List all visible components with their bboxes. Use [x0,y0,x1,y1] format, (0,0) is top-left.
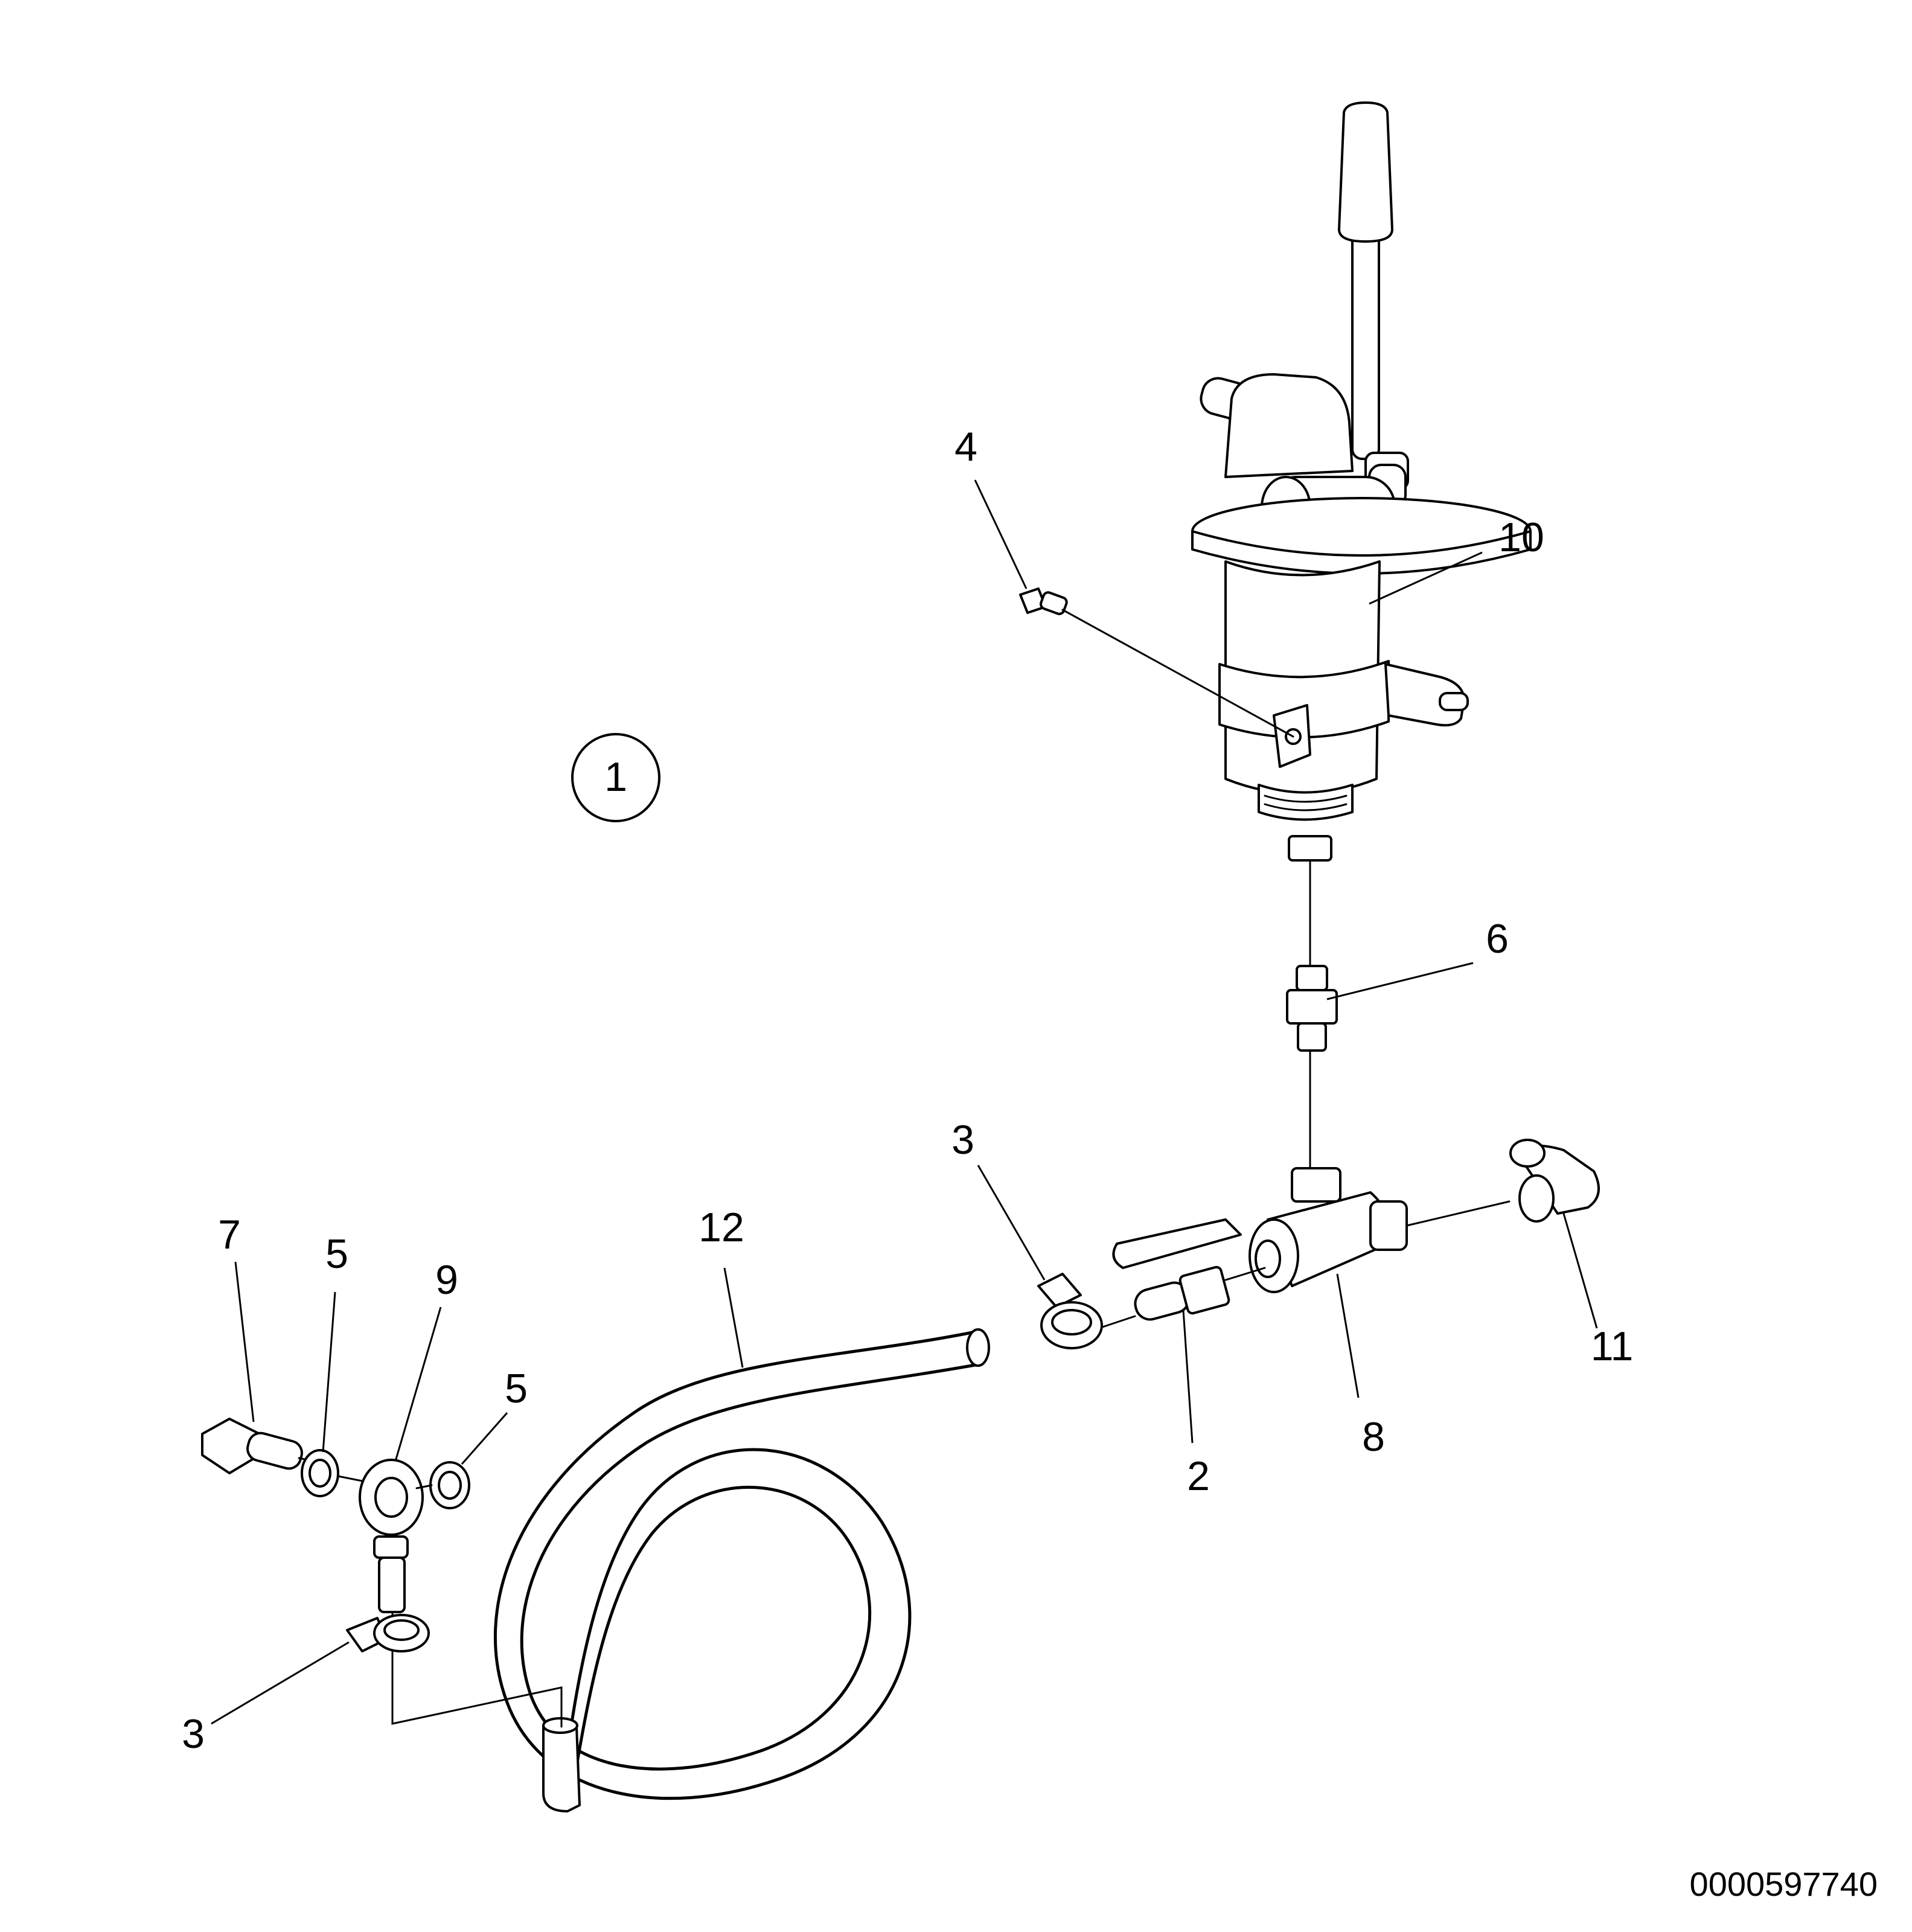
banjo-bolt [201,1418,315,1474]
hose-clamp-lower [346,1614,563,1728]
callout-2: 2 [1187,1453,1210,1499]
callout-7: 7 [218,1212,241,1258]
callout-labels: 4 10 6 3 12 7 5 9 5 11 2 8 3 [182,424,1633,1757]
callout-8: 8 [1362,1414,1385,1460]
callout-9: 9 [435,1257,458,1303]
callout-11: 11 [1591,1323,1634,1369]
callout-3-upper: 3 [951,1117,974,1163]
callout-5-left: 5 [325,1231,348,1277]
callout-5-right: 5 [505,1366,528,1412]
ball-valve [1112,1167,1511,1293]
hose-clamp-upper [1037,1273,1103,1349]
seal-ring-right [429,1461,470,1509]
bolt [1019,587,1294,738]
assembly-callout-number: 1 [604,754,627,800]
hose-nipple [1079,1265,1266,1335]
callout-10: 10 [1498,514,1544,560]
fuel-hose [494,1328,990,1812]
banjo-fitting [337,1459,433,1631]
connector-nipple [1286,859,1338,1169]
drawing-number: 0000597740 [1690,1865,1878,1903]
assembly-callout: 1 [571,733,660,822]
seal-ring-left [301,1449,339,1497]
callout-3-lower: 3 [182,1711,205,1757]
callout-4: 4 [954,424,977,470]
elbow-fitting [1509,1139,1600,1223]
callout-12: 12 [699,1204,744,1250]
callout-6: 6 [1486,916,1509,962]
leader-lines [211,479,1598,1725]
hand-pump-assembly [1191,101,1532,862]
